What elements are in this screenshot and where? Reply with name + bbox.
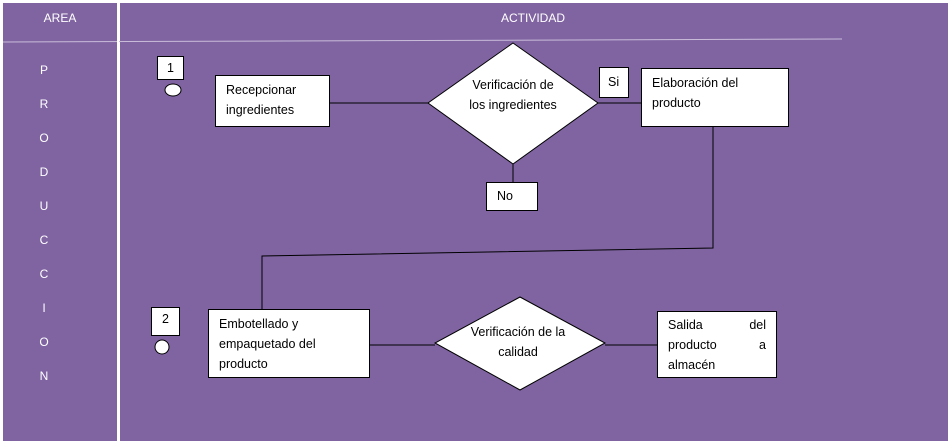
process-embotellado: Embotellado y empaquetado del producto: [208, 309, 370, 378]
decision-label-calidad: Verificación de la calidad: [470, 325, 566, 359]
salida-line: Salida del: [668, 318, 766, 332]
area-letter: C: [39, 233, 49, 247]
start-marker-ellipse: [164, 83, 182, 97]
process-recepcionar: Recepcionar ingredientes: [215, 75, 330, 127]
step-marker-2: 2: [151, 307, 180, 336]
second-marker-ellipse: [154, 339, 170, 355]
decision-label-ingredientes: Verificación de los ingredientes: [469, 78, 557, 112]
area-column-panel: [3, 3, 117, 441]
process-elaboracion: Elaboración del producto: [641, 68, 789, 127]
activity-header: ACTIVIDAD: [500, 11, 565, 25]
decision-diamond-ingredientes: [427, 42, 599, 165]
area-letter: O: [39, 131, 49, 145]
step-marker-1: 1: [157, 56, 184, 80]
area-letter: C: [39, 267, 49, 281]
area-letter: U: [39, 199, 49, 213]
area-letter: R: [39, 97, 49, 111]
area-letter: O: [39, 335, 49, 349]
process-salida: Salida del producto a almacén: [657, 311, 777, 378]
decision-diamond-calidad: [433, 296, 607, 391]
area-letter: D: [39, 165, 49, 179]
branch-label-no: No: [486, 182, 538, 211]
salida-line: producto a: [668, 338, 766, 352]
area-header: AREA: [43, 11, 77, 25]
area-letter: I: [42, 301, 46, 315]
branch-label-si: Si: [599, 67, 629, 98]
salida-line: almacén: [668, 358, 716, 372]
area-letter: N: [39, 369, 49, 383]
area-letter: P: [39, 63, 48, 77]
